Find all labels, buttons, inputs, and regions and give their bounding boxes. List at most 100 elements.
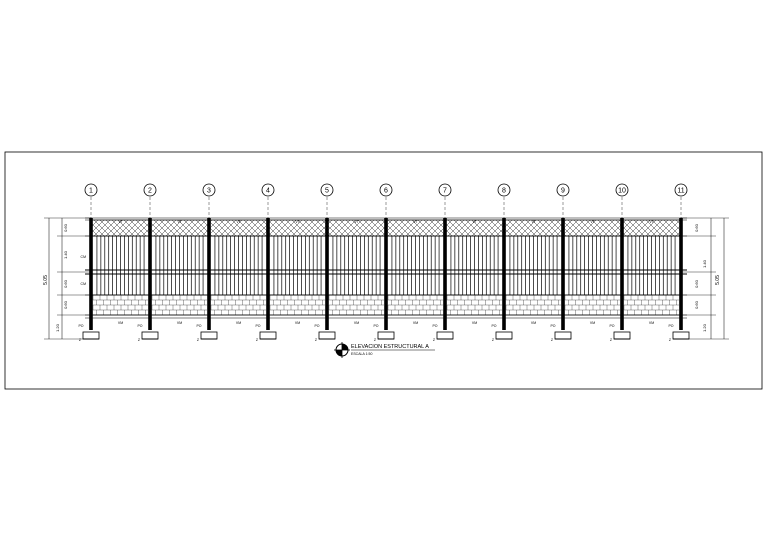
column-tag-3: PO: [196, 324, 201, 328]
beam-tag-2: VM: [177, 321, 182, 325]
right-dim-total: 5.05: [715, 275, 721, 285]
column-tag-6: PO: [373, 324, 378, 328]
right-dim-segment-5: 1.20: [702, 323, 707, 332]
axis-bubble-9: [556, 183, 570, 197]
drawing-title: ELEVACION ESTRUCTURAL A: [351, 344, 429, 350]
left-dim-segment-1: 0.60: [63, 223, 68, 232]
axis-bubble-6: [379, 183, 393, 197]
beam-tag-8: VM: [531, 321, 536, 325]
axis-label-6: 6: [384, 188, 388, 195]
column-tag-8: PO: [491, 324, 496, 328]
column-tag-11: PO: [668, 324, 673, 328]
axis-bubble-2: [143, 183, 157, 197]
beam-tag-3: VM: [236, 321, 241, 325]
column-tag-7: PO: [432, 324, 437, 328]
beam-tag-9: VM: [590, 321, 595, 325]
axis-label-2: 2: [148, 188, 152, 195]
column-2: [148, 218, 152, 330]
left-dim-segment-2: 1.40: [63, 250, 68, 259]
mark-layer: 1POZ2POZ3POZ4POZ5POZ6POZ7POZ8POZ9POZ10PO…: [78, 183, 690, 342]
footing-tag-6: Z: [374, 338, 377, 342]
drawing-title-block: ELEVACION ESTRUCTURAL A ESCALA 1:50: [334, 342, 435, 358]
column-4: [266, 218, 270, 330]
axis-label-11: 11: [677, 188, 684, 195]
left-dim-segment-3: 0.60: [63, 279, 68, 288]
sheet-frame: [4, 151, 763, 390]
right-dim-segment-2: 1.40: [702, 259, 707, 268]
top-beam-tag-9: VT: [590, 220, 594, 224]
top-beam-tag-6: VT: [413, 220, 417, 224]
axis-bubble-3: [202, 183, 216, 197]
column-3: [207, 218, 211, 330]
beam-tag-4: VM: [295, 321, 300, 325]
footing-tag-10: Z: [610, 338, 613, 342]
axis-label-9: 9: [561, 188, 565, 195]
axis-label-4: 4: [266, 188, 270, 195]
top-beam-tag-3: VT: [236, 220, 240, 224]
top-beam-tag-5: VT: [354, 220, 358, 224]
column-tag-9: PO: [550, 324, 555, 328]
footing-tag-11: Z: [669, 338, 672, 342]
footing-tag-7: Z: [433, 338, 436, 342]
column-6: [384, 218, 388, 330]
mid-label-left-2: CM: [81, 282, 87, 286]
column-7: [443, 218, 447, 330]
axis-label-7: 7: [443, 188, 447, 195]
right-dimension-chain: 5.05 0.60 1.40 0.60 0.60 1.20: [681, 217, 729, 340]
mid-label-left: CM: [81, 255, 87, 259]
footing-tag-2: Z: [138, 338, 141, 342]
footing-8: [495, 331, 513, 340]
right-dim-segment-1: 0.60: [694, 223, 699, 232]
footing-6: [377, 331, 395, 340]
axis-bubble-7: [438, 183, 452, 197]
footing-1: [82, 331, 100, 340]
footing-7: [436, 331, 454, 340]
left-dim-total: 5.05: [43, 275, 49, 285]
column-tag-10: PO: [609, 324, 614, 328]
axis-label-5: 5: [325, 188, 329, 195]
column-8: [502, 218, 506, 330]
top-beam-tag-7: VT: [472, 220, 476, 224]
column-9: [561, 218, 565, 330]
footing-9: [554, 331, 572, 340]
column-tag-4: PO: [255, 324, 260, 328]
footing-5: [318, 331, 336, 340]
footing-11: [672, 331, 690, 340]
beam-tag-7: VM: [472, 321, 477, 325]
beam-tag-6: VM: [413, 321, 418, 325]
right-dim-segment-3: 0.60: [694, 279, 699, 288]
beam-tag-1: VM: [118, 321, 123, 325]
footing-tag-1: Z: [79, 338, 82, 342]
left-dim-segment-5: 1.20: [55, 323, 60, 332]
section-marker-icon: [334, 342, 350, 358]
left-dimension-chain: 5.05 0.60 1.40 0.60 0.60 1.20: [43, 217, 91, 340]
beam-tag-10: VM: [649, 321, 654, 325]
axis-bubble-11: [674, 183, 688, 197]
footing-3: [200, 331, 218, 340]
column-tag-2: PO: [137, 324, 142, 328]
column-1: [89, 218, 93, 330]
axis-bubble-4: [261, 183, 275, 197]
axis-bubble-1: [84, 183, 98, 197]
axis-bubble-8: [497, 183, 511, 197]
left-dim-segment-4: 0.60: [63, 300, 68, 309]
top-beam-tag-4: VT: [295, 220, 299, 224]
top-beam-tag-8: VT: [531, 220, 535, 224]
column-11: [679, 218, 683, 330]
column-5: [325, 218, 329, 330]
axis-label-1: 1: [89, 188, 93, 195]
footing-2: [141, 331, 159, 340]
column-10: [620, 218, 624, 330]
footing-tag-5: Z: [315, 338, 318, 342]
right-dim-segment-4: 0.60: [694, 300, 699, 309]
column-tag-1: PO: [78, 324, 83, 328]
top-beam-tag-10: VT: [649, 220, 653, 224]
axis-label-10: 10: [618, 188, 626, 195]
top-beam-tag-2: VT: [177, 220, 181, 224]
footing-tag-8: Z: [492, 338, 495, 342]
axis-bubble-10: [615, 183, 629, 197]
footing-tag-4: Z: [256, 338, 259, 342]
beam-tag-5: VM: [354, 321, 359, 325]
